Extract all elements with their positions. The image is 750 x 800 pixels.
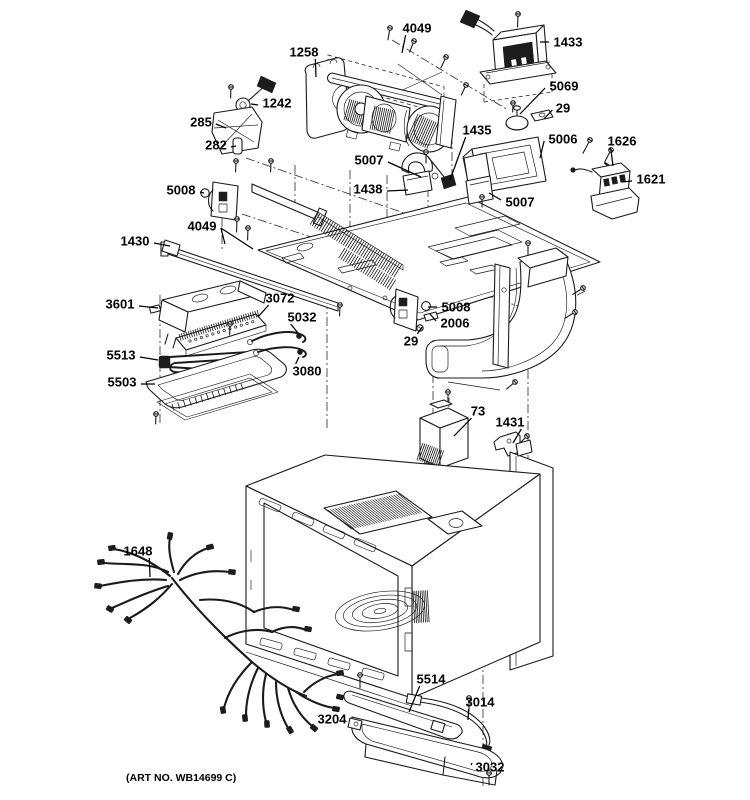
terminal-block <box>570 161 640 220</box>
svg-text:5069: 5069 <box>550 79 579 94</box>
vent-fan-and-duct-parts <box>401 105 554 205</box>
svg-text:5007: 5007 <box>355 153 384 168</box>
svg-text:5503: 5503 <box>108 375 137 390</box>
svg-text:5008: 5008 <box>167 183 196 198</box>
callout-1435: 1435 <box>449 123 492 181</box>
svg-text:285: 285 <box>190 115 212 130</box>
transformer <box>459 9 557 103</box>
callout-285: 285 <box>190 115 227 130</box>
svg-text:2006: 2006 <box>441 316 470 331</box>
svg-text:3080: 3080 <box>293 364 322 379</box>
heater-element-stack <box>145 280 307 421</box>
svg-text:3072: 3072 <box>266 291 295 306</box>
svg-text:282: 282 <box>205 138 227 153</box>
svg-text:1438: 1438 <box>354 182 383 197</box>
svg-text:1626: 1626 <box>608 134 637 149</box>
callout-2006: 2006 <box>429 313 470 331</box>
svg-text:5513: 5513 <box>107 348 136 363</box>
wiring-harness <box>94 532 345 735</box>
callout-5007: 5007 <box>355 153 422 178</box>
svg-text:3032: 3032 <box>476 760 505 775</box>
art-number-caption: (ART NO. WB14699 C) <box>126 772 236 784</box>
svg-text:5514: 5514 <box>417 672 447 687</box>
callout-282: 282 <box>205 138 237 153</box>
callout-5514: 5514 <box>408 672 447 713</box>
callout-5006: 5006 <box>539 132 578 159</box>
svg-text:1435: 1435 <box>463 123 492 138</box>
svg-text:5007: 5007 <box>506 195 535 210</box>
callout-1621: 1621 <box>621 172 666 187</box>
callout-1438: 1438 <box>354 182 409 197</box>
callout-73: 73 <box>453 404 485 437</box>
callout-5069: 5069 <box>519 79 579 115</box>
svg-text:1242: 1242 <box>263 96 292 111</box>
magnetron <box>416 399 521 475</box>
blower-assembly <box>304 54 457 153</box>
svg-text:1430: 1430 <box>121 234 150 249</box>
callout-5007: 5007 <box>488 192 535 210</box>
svg-text:1431: 1431 <box>496 415 525 430</box>
callout-1626: 1626 <box>608 134 637 167</box>
callout-29: 29 <box>404 326 423 349</box>
callout-5032: 5032 <box>288 310 317 334</box>
air-duct <box>425 247 577 391</box>
svg-text:3204: 3204 <box>318 712 348 727</box>
callout-5503: 5503 <box>108 375 155 390</box>
svg-text:4049: 4049 <box>188 219 217 234</box>
top-mounting-plate <box>251 183 601 321</box>
svg-text:5006: 5006 <box>549 132 578 147</box>
support-rail <box>160 239 339 312</box>
callout-1242: 1242 <box>250 96 292 111</box>
oven-cavity <box>245 439 554 707</box>
callout-1258: 1258 <box>290 45 319 78</box>
callout-3072: 3072 <box>257 291 295 318</box>
svg-text:1258: 1258 <box>290 45 319 60</box>
svg-text:5008: 5008 <box>442 300 471 315</box>
svg-text:29: 29 <box>556 101 570 116</box>
callout-3014: 3014 <box>466 695 496 721</box>
callout-1431: 1431 <box>496 415 525 444</box>
harness-connectors <box>94 532 345 735</box>
callout-5008: 5008 <box>428 300 470 315</box>
callout-29: 29 <box>543 101 570 120</box>
svg-text:29: 29 <box>404 334 418 349</box>
callout-1648: 1648 <box>124 544 153 578</box>
callout-3080: 3080 <box>293 356 322 379</box>
svg-text:1648: 1648 <box>124 544 153 559</box>
vent-slots <box>258 497 385 681</box>
callout-1430: 1430 <box>121 234 171 249</box>
callout-5513: 5513 <box>107 348 159 363</box>
svg-text:1621: 1621 <box>637 172 666 187</box>
svg-text:3014: 3014 <box>466 695 496 710</box>
svg-text:1433: 1433 <box>554 35 583 50</box>
callout-1433: 1433 <box>540 35 582 50</box>
part-number-callouts: 4049 1433 1258 5069 1242 29 285 1435 5006 1626 282… <box>106 21 666 775</box>
svg-text:4049: 4049 <box>403 21 432 36</box>
svg-text:73: 73 <box>471 404 485 419</box>
svg-text:3601: 3601 <box>106 297 135 312</box>
callout-4049: 4049 <box>188 219 254 250</box>
callout-3601: 3601 <box>106 297 159 312</box>
callout-3032: 3032 <box>470 760 505 775</box>
callout-4049: 4049 <box>401 21 432 54</box>
svg-text:5032: 5032 <box>288 310 317 325</box>
callout-5008: 5008 <box>167 183 205 198</box>
callout-3204: 3204 <box>318 712 351 727</box>
mounting-screws <box>153 11 614 786</box>
bottom-tray-assembly <box>343 690 504 786</box>
